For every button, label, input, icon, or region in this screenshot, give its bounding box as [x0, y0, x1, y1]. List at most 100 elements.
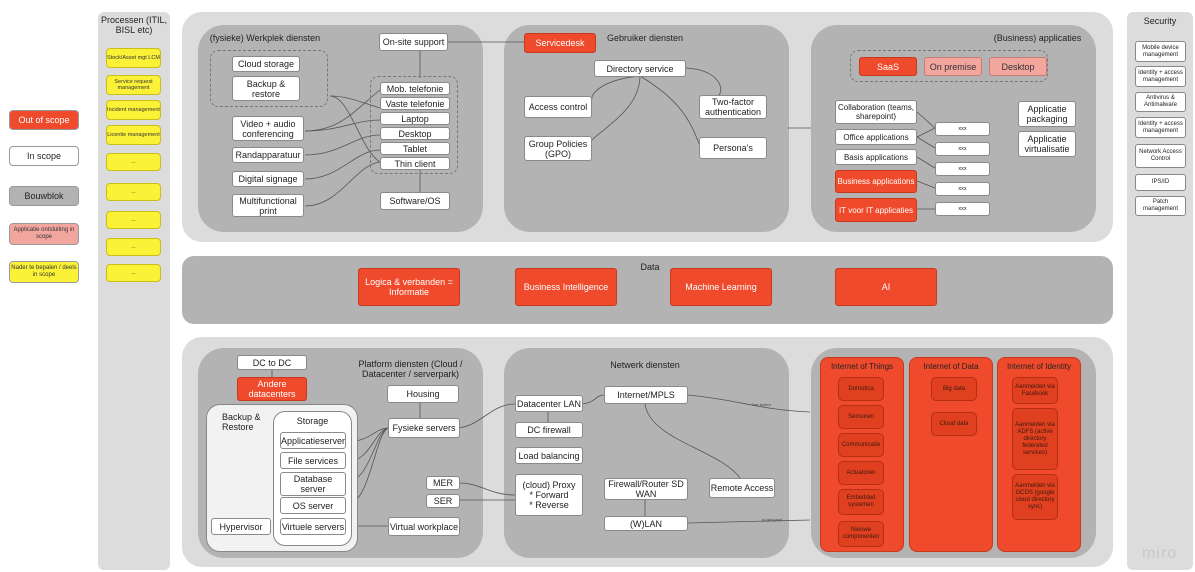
platform-storage-item: Applicatieserver [280, 432, 346, 449]
process-item: Licentie management [106, 125, 161, 145]
security-title: Security [1143, 16, 1177, 26]
netwerk-firewall-router: Firewall/Router SD WAN [604, 478, 688, 500]
data-business-intelligence: Business Intelligence [515, 268, 617, 306]
security-item: Identity + access management [1135, 117, 1186, 138]
applicaties-on-premise: On premise [924, 57, 982, 76]
werkplek-device-item: Tablet [380, 142, 450, 155]
applicaties-app-item: Basis applications [835, 149, 917, 165]
applicaties-xxx-item: xxx [935, 182, 990, 196]
netwerk-load-balancing: Load balancing [515, 447, 583, 464]
iot-item: Sensoren [838, 405, 884, 429]
applicaties-xxx-item: xxx [935, 142, 990, 156]
iod-item: Big data [931, 377, 977, 401]
applicaties-app-item: Office applications [835, 129, 917, 145]
werkplek-cloud-storage: Cloud storage [232, 56, 300, 72]
netwerk-label-van-buiten: Van buiten [752, 402, 771, 407]
netwerk-proxy: (cloud) Proxy * Forward * Reverse [515, 474, 583, 516]
applicaties-packaging: Applicatie packaging [1018, 101, 1076, 127]
platform-virtual-workplace: Virtual workplace [388, 517, 460, 536]
ioi-item: Aanmelden via ADFS (active directory fed… [1012, 408, 1058, 470]
platform-storage-item: Virtuele servers [280, 518, 346, 535]
iot-item: Embedded systemen [838, 489, 884, 515]
netwerk-internet-mpls: Internet/MPLS [604, 386, 688, 404]
internet-of-identity-title: Internet of Identity [1006, 362, 1072, 371]
applicaties-virtualisatie: Applicatie virtualisatie [1018, 131, 1076, 157]
legend-in-scope: In scope [9, 146, 79, 166]
platform-title: Platform diensten (Cloud / Datacenter / … [358, 359, 463, 379]
process-item: ... [106, 264, 161, 282]
data-logica: Logica & verbanden = Informatie [358, 268, 460, 306]
werkplek-software-os: Software/OS [380, 192, 450, 210]
werkplek-device-item: Vaste telefonie [380, 97, 450, 110]
platform-hypervisor: Hypervisor [211, 518, 271, 535]
platform-fysieke-servers: Fysieke servers [388, 418, 460, 438]
werkplek-device-item: Thin client [380, 157, 450, 170]
applicaties-saas: SaaS [859, 57, 917, 76]
security-item: Identity + access management [1135, 66, 1186, 87]
platform-backup-restore: Backup & Restore [222, 412, 261, 432]
platform-storage-item: File services [280, 452, 346, 469]
gebruiker-title: Gebruiker diensten [606, 33, 684, 43]
platform-housing: Housing [387, 385, 459, 403]
platform-andere-datacenters: Andere datacenters [237, 377, 307, 401]
gebruiker-two-factor: Two-factor authentication [699, 95, 767, 119]
iot-item: Domotica [838, 377, 884, 401]
applicaties-title: (Business) applicaties [993, 33, 1082, 43]
ioi-item: Aanmelden via Facebook [1012, 377, 1058, 404]
gebruiker-servicedesk: Servicedesk [524, 33, 596, 53]
applicaties-xxx-item: xxx [935, 202, 990, 216]
gebruiker-directory-service: Directory service [594, 60, 686, 77]
netwerk-dc-firewall: DC firewall [515, 422, 583, 438]
werkplek-devices-group [370, 76, 458, 174]
werkplek-device-item: Desktop [380, 127, 450, 140]
werkplek-device-item: Mob. telefonie [380, 82, 450, 95]
data-machine-learning: Machine Learning [670, 268, 772, 306]
werkplek-randapparatuur: Randapparatuur [232, 147, 304, 163]
legend-app-ontsluiting: Applicatie ontsluiting in scope [9, 223, 79, 245]
ioi-item: Aanmelden via GCDS (google cloud directo… [1012, 474, 1058, 520]
internet-of-things-title: Internet of Things [830, 362, 894, 371]
process-item: Service request management [106, 75, 161, 95]
werkplek-onsite-support: On-site support [379, 33, 448, 51]
netwerk-mer: MER [426, 476, 460, 490]
legend-out-of-scope: Out of scope [9, 110, 79, 130]
werkplek-title: (fysieke) Werkplek diensten [209, 33, 321, 43]
gebruiker-access-control: Access control [524, 96, 592, 118]
gebruiker-group-policies: Group Policies (GPO) [524, 136, 592, 161]
process-item: Incident management [106, 100, 161, 120]
applicaties-hosting-group [850, 50, 1048, 82]
netwerk-title: Netwerk diensten [610, 360, 680, 370]
legend-nader: Nader te bepalen / deels in scope [9, 261, 79, 283]
gebruiker-personas: Persona's [699, 137, 767, 159]
werkplek-backup-restore: Backup & restore [232, 76, 300, 101]
data-title: Data [640, 262, 660, 272]
iot-item: Actuatoren [838, 461, 884, 485]
internet-of-data-column: Internet of Data [909, 357, 993, 552]
process-item: Stock/Asset mgt LCM [106, 48, 161, 68]
miro-watermark: miro [1142, 545, 1178, 562]
process-item: ... [106, 183, 161, 201]
iot-item: Nieuwe componenten [838, 521, 884, 547]
internet-of-data-title: Internet of Data [923, 362, 979, 371]
werkplek-device-item: Laptop [380, 112, 450, 125]
security-item: Patch management [1135, 196, 1186, 216]
netwerk-ser: SER [426, 494, 460, 508]
werkplek-video-audio: Video + audio conferencing [232, 116, 304, 141]
iot-item: Communicatie [838, 433, 884, 457]
applicaties-xxx-item: xxx [935, 122, 990, 136]
werkplek-multifunctional-print: Multifunctional print [232, 194, 304, 217]
data-panel [182, 256, 1113, 324]
security-item: IPS/ID [1135, 174, 1186, 191]
werkplek-storage-group [210, 50, 328, 107]
data-ai: AI [835, 268, 937, 306]
werkplek-digital-signage: Digital signage [232, 171, 304, 187]
netwerk-wlan: (W)LAN [604, 516, 688, 531]
applicaties-desktop: Desktop [989, 57, 1047, 76]
legend-bouwblok: Bouwblok [9, 186, 79, 206]
processen-title: Processen (ITIL, BISL etc) [100, 15, 168, 35]
platform-dc-to-dc: DC to DC [237, 355, 307, 370]
platform-storage-item: OS server [280, 497, 346, 514]
platform-storage-title: Storage [296, 416, 329, 426]
iod-item: Cloud data [931, 412, 977, 436]
applicaties-app-item: Business applications [835, 170, 917, 193]
